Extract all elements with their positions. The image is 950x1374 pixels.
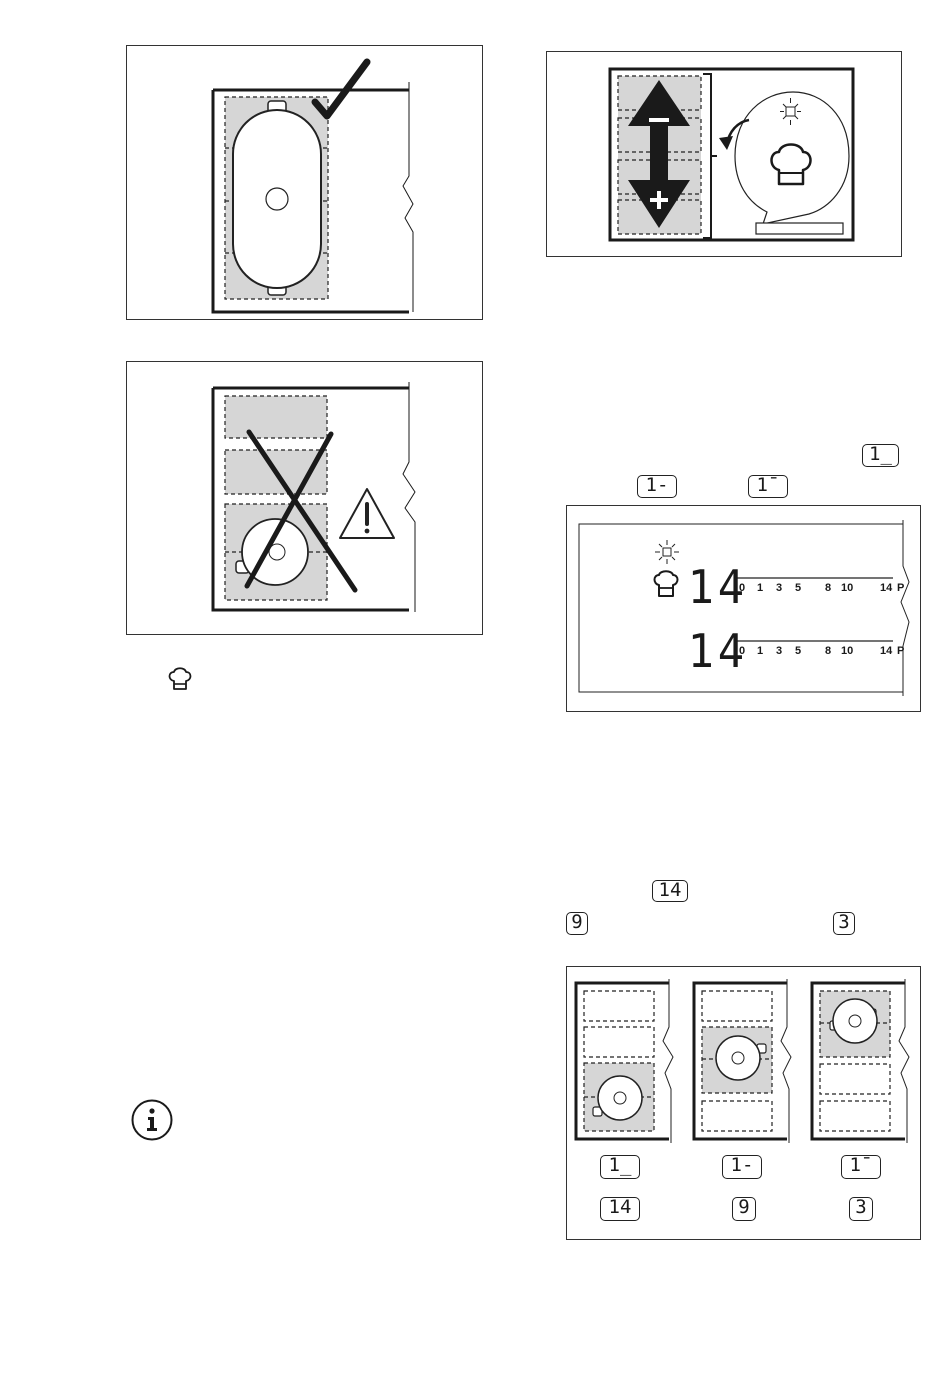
scale-label: 1: [757, 645, 763, 657]
level-code-middle: 9: [732, 1197, 756, 1221]
level-back-code: 14: [652, 880, 688, 902]
scale-label: 0: [739, 645, 745, 657]
figure-incorrect-placement: [126, 361, 483, 635]
scale-label: 10: [841, 582, 853, 594]
scale-label: 8: [825, 645, 831, 657]
level-code-front: 3: [849, 1197, 873, 1221]
scale-label: P: [897, 645, 904, 657]
check-mark-icon: [127, 46, 484, 321]
level-code-back: 14: [600, 1197, 640, 1221]
scale-label: 5: [795, 645, 801, 657]
code-middle-position: 1-: [637, 475, 677, 498]
scale-label: 3: [776, 582, 782, 594]
scale-label: 10: [841, 645, 853, 657]
blinking-indicator-icon: [652, 537, 682, 567]
scale-label: 1: [757, 582, 763, 594]
position-code-back: 1_: [600, 1155, 640, 1179]
level-middle-code: 9: [566, 912, 588, 935]
scale-label: P: [897, 582, 904, 594]
chef-hat-icon: [547, 52, 903, 258]
scale-label: 14: [880, 645, 892, 657]
figure-bridge-display: 14 14 0 1 3 5 8 10 14 P 0 1 3 5 8 10 14 …: [566, 505, 921, 712]
figure-pan-positions: 1_ 14 1- 9 1¯ 3: [566, 966, 921, 1240]
scale-label: 3: [776, 645, 782, 657]
info-icon: [130, 1098, 174, 1142]
figure-control-slider: [546, 51, 902, 257]
chef-hat-icon: [651, 569, 681, 599]
chef-hat-icon: [167, 665, 193, 693]
power-scale-bottom: 0 1 3 5 8 10 14 P: [737, 645, 907, 659]
scale-label: 8: [825, 582, 831, 594]
scale-label: 14: [880, 582, 892, 594]
scale-label: 5: [795, 582, 801, 594]
position-code-front: 1¯: [841, 1155, 881, 1179]
power-scale-top: 0 1 3 5 8 10 14 P: [737, 582, 907, 596]
scale-label: 0: [739, 582, 745, 594]
code-front-position: 1¯: [748, 475, 788, 498]
code-back-position: 1_: [862, 444, 899, 467]
figure-correct-placement: [126, 45, 483, 320]
level-front-code: 3: [833, 912, 855, 935]
position-code-middle: 1-: [722, 1155, 762, 1179]
warning-triangle-icon: [127, 362, 484, 636]
